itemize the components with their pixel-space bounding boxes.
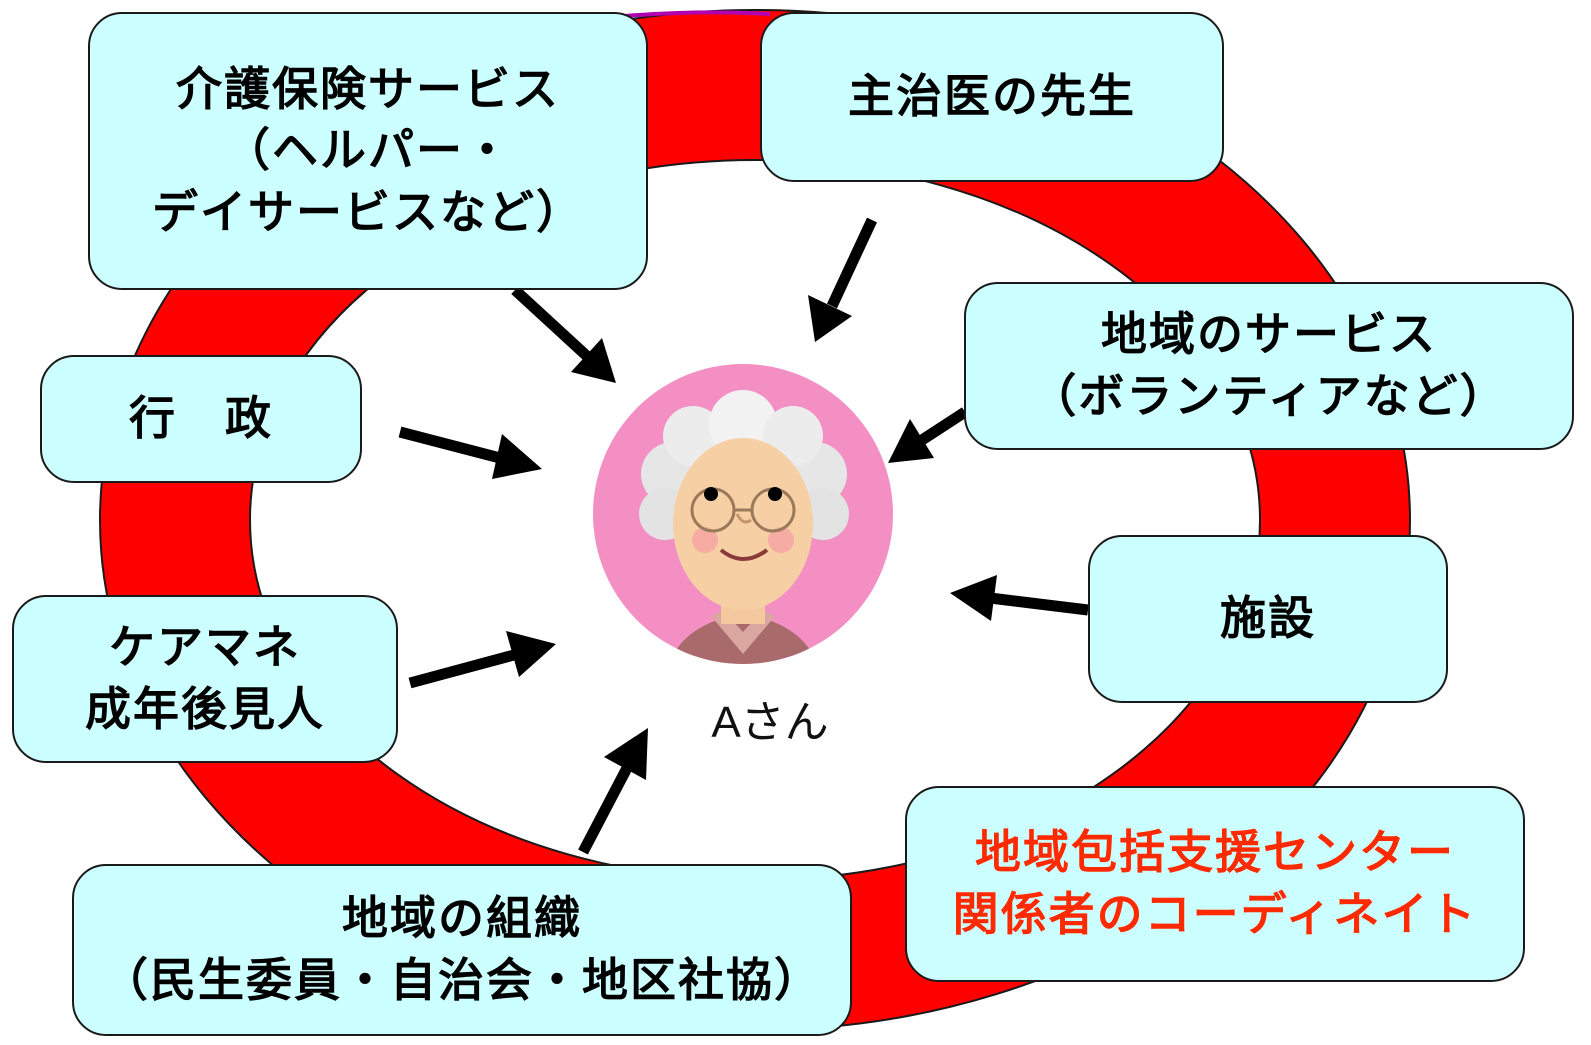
node-text-line: デイサービスなど） <box>152 184 584 239</box>
arrow-gyosei-to-center <box>398 426 542 479</box>
node-text-line: 地域の組織 <box>342 891 582 946</box>
node-local-organizations: 地域の組織 （民生委員・自治会・地区社協） <box>72 864 852 1036</box>
elderly-woman-icon <box>593 364 893 664</box>
node-text-line: 介護保険サービス <box>176 61 560 116</box>
arrow-local-org-to-center <box>578 728 648 855</box>
node-text-line: （ボランティアなど） <box>1030 369 1508 423</box>
arrow-caremane-to-center <box>408 631 556 689</box>
node-text-line: 成年後見人 <box>85 682 325 736</box>
node-text-line: （ヘルパー・ <box>224 123 512 178</box>
node-text-line: 施設 <box>1220 591 1316 646</box>
node-regional-support-center: 地域包括支援センター関係者のコーディネイト <box>905 786 1525 982</box>
node-kaigo-services: 介護保険サービス （ヘルパー・デイサービスなど） <box>88 12 648 290</box>
node-text-line: （民生委員・自治会・地区社協） <box>102 953 822 1007</box>
arrow-shisetsu-to-center <box>950 575 1089 621</box>
node-administration: 行 政 <box>40 355 362 483</box>
ring-top-accent <box>624 10 771 18</box>
node-text-line: 行 政 <box>129 391 273 446</box>
node-text-line: 地域のサービス <box>1101 307 1437 362</box>
person-label: Aさん <box>711 698 829 747</box>
node-text-line: 主治医の先生 <box>848 69 1136 124</box>
arrow-doctor-to-center <box>808 217 877 342</box>
node-doctor: 主治医の先生 <box>760 12 1224 182</box>
arrow-kaigo-to-center <box>511 285 616 383</box>
node-text-line: ケアマネ <box>109 620 301 675</box>
node-care-manager: ケアマネ成年後見人 <box>12 595 398 763</box>
arrow-local-services-to-center <box>888 407 969 463</box>
node-local-services: 地域のサービス （ボランティアなど） <box>964 282 1574 450</box>
node-text-line: 関係者のコーディネイト <box>952 887 1478 941</box>
node-facility: 施設 <box>1088 535 1448 703</box>
node-text-line: 地域包括支援センター <box>975 825 1455 880</box>
